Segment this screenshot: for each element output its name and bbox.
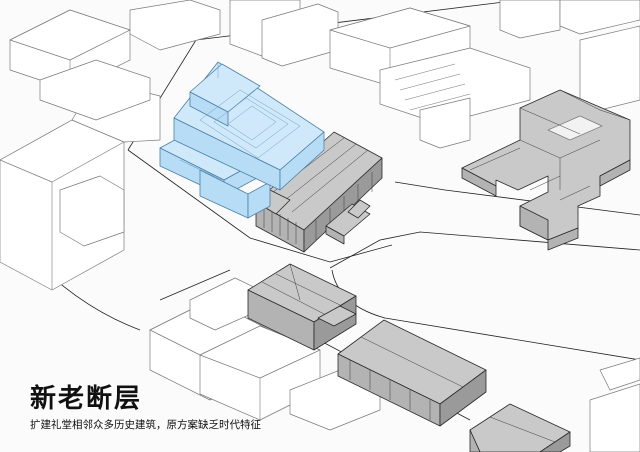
historic-building-lower-middle [247,263,357,351]
historic-buildings [247,89,631,452]
caption-title: 新老断层 [30,384,143,414]
context-building-upper-left [9,0,221,121]
caption-subtitle: 扩建礼堂相邻众多历史建筑，原方案缺乏时代特征 [30,419,261,431]
caption: 新老断层 扩建礼堂相邻众多历史建筑，原方案缺乏时代特征 [30,384,261,432]
context-building-right [559,0,640,111]
new-auditorium-extension [159,61,325,219]
historic-building-bottom-right [469,403,571,452]
historic-building-long [337,319,487,427]
context-building-lower-right [589,357,640,452]
context-building-lower-left [149,277,381,431]
historic-courtyard-building [461,89,631,251]
historic-building-adjacent [255,131,383,253]
context-building-top-middle [229,0,561,149]
